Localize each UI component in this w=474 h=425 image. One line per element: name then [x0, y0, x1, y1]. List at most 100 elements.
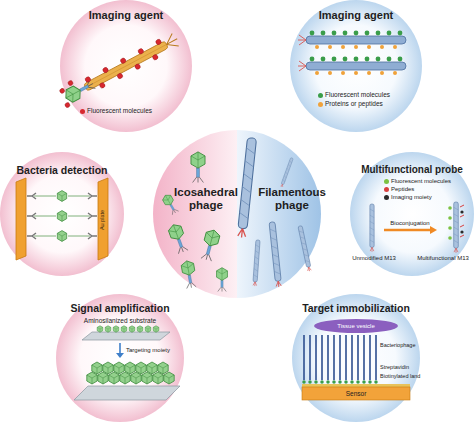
fluorescent-dot [310, 31, 315, 36]
part-label: Sensor [346, 391, 367, 398]
circle-heading: Target immobilization [302, 302, 410, 314]
part-label: Biotinylated land [380, 374, 420, 380]
legend-swatch [384, 179, 389, 184]
legend-item: Proteins or peptides [318, 101, 383, 108]
amplification-substrate [153, 326, 159, 333]
heading-box: Target immobilization [292, 302, 420, 314]
fluorescent-dot [448, 216, 452, 220]
circle-fill [0, 152, 124, 276]
au-plates [98, 178, 108, 260]
heading-box: Icosahedral phage [177, 186, 235, 212]
bioconjugation-arrow [384, 229, 430, 232]
amplification-substrate [114, 362, 124, 374]
labelled-filaments [306, 62, 406, 70]
amplification-substrate [98, 372, 108, 384]
fluorescent-dot [354, 31, 359, 36]
protein-dot [393, 71, 397, 75]
au-plates [57, 191, 66, 202]
heading-box: Signal amplification [56, 302, 184, 314]
fluorescent-dot [343, 57, 348, 62]
amplification-substrate [74, 386, 180, 400]
protein-dot [328, 45, 332, 49]
amplification-substrate [113, 326, 119, 333]
legend-swatch [384, 195, 389, 200]
fluorescent-dot [398, 31, 403, 36]
circle-fill [350, 152, 474, 276]
part-label: Bioconjugation [390, 220, 429, 226]
fluorescent-dot [448, 206, 452, 210]
amplification-substrate [125, 362, 135, 374]
legend-text: Fluorescent molecules [325, 92, 390, 99]
legend-text: Fluorescent molecules [391, 178, 451, 184]
legend-item: Imaging moiety [384, 194, 432, 200]
protein-dot [367, 45, 371, 49]
legend-swatch [318, 102, 323, 107]
tissue-vesicle [314, 319, 398, 333]
legend-item: Fluorescent molecules [80, 108, 152, 115]
legend-item: Peptides [384, 186, 414, 192]
amplification-substrate [121, 326, 127, 333]
legend-item: Fluorescent molecules [384, 178, 451, 184]
au-plates [57, 231, 66, 242]
amplification-substrate [87, 372, 97, 384]
imaging-moiety-dot [460, 210, 463, 213]
amplification-substrate [136, 362, 146, 374]
legend-text: Imaging moiety [391, 194, 432, 200]
biotinylated-layer [302, 384, 410, 387]
fluorescent-dot [365, 57, 370, 62]
imaging-moiety-dot [460, 230, 463, 233]
amplification-substrate [103, 362, 113, 374]
labelled-filaments [306, 36, 406, 44]
part-label: Aminosilanized substrate [84, 318, 156, 325]
fluorescent-dot [387, 57, 392, 62]
legend-swatch [318, 93, 323, 98]
protein-dot [341, 71, 345, 75]
part-label: Tissue vesicle [337, 323, 374, 329]
amplification-substrate [105, 326, 111, 333]
heading-box: Imaging agent [60, 9, 192, 22]
part-label: Bacteriophage [380, 343, 415, 349]
fluorescent-dot [64, 102, 70, 108]
amplification-substrate [92, 362, 102, 374]
amplification-substrate [153, 372, 163, 384]
protein-dot [315, 45, 319, 49]
m13-conversion [454, 202, 459, 253]
amplification-substrate [164, 372, 174, 384]
au-plates [57, 211, 66, 222]
part-label: Multifunctional M13 [417, 255, 469, 261]
application-circle: Target immobilization [292, 294, 420, 422]
fluorescent-dot [321, 31, 326, 36]
amplification-substrate [142, 372, 152, 384]
circle-heading: Signal amplification [70, 302, 169, 314]
part-label: Streptavidin [380, 365, 409, 371]
legend-text: Proteins or peptides [325, 101, 383, 108]
legend-item: Fluorescent molecules [318, 92, 390, 99]
legend-text: Peptides [391, 186, 414, 192]
fluorescent-dot [387, 31, 392, 36]
fluorescent-dot [321, 57, 326, 62]
fluorescent-dot [376, 31, 381, 36]
fluorescent-dot [310, 57, 315, 62]
heading-box: Imaging agent [290, 9, 422, 22]
protein-dot [341, 45, 345, 49]
heading-box: Filamentous phage [265, 186, 319, 212]
circle-heading: Multifunctional probe [361, 164, 463, 176]
fluorescent-dot [448, 226, 452, 230]
protein-dot [354, 45, 358, 49]
legend-swatch [384, 187, 389, 192]
circle-fill [237, 130, 321, 298]
part-label: Unmodified M13 [352, 255, 396, 261]
protein-dot [354, 71, 358, 75]
amplification-substrate [129, 326, 135, 333]
circle-fill [153, 130, 237, 298]
circle-heading: Filamentous phage [258, 186, 326, 212]
circle-heading: Imaging agent [319, 9, 394, 22]
sensor-bar [302, 387, 410, 400]
targeting-arrow [119, 343, 121, 353]
protein-dot [367, 71, 371, 75]
amplification-substrate [147, 362, 157, 374]
protein-dot [393, 45, 397, 49]
fluorescent-dot [448, 236, 452, 240]
circle-heading: Icosahedral phage [174, 186, 238, 212]
